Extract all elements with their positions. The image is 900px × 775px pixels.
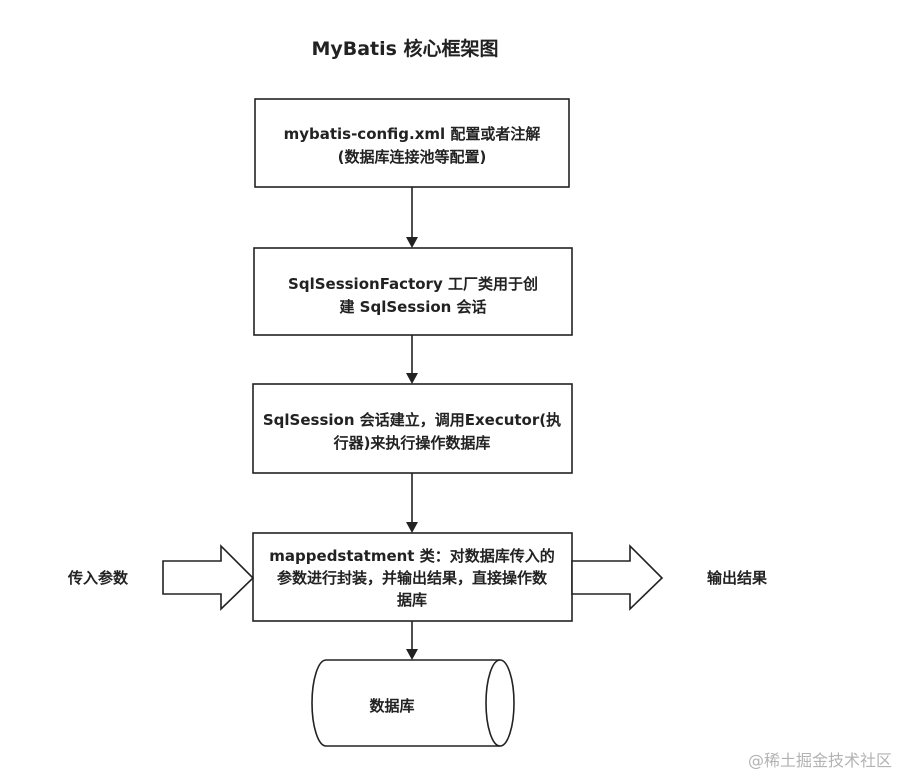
- session-factory-box-line-2: 建 SqlSession 会话: [339, 298, 486, 316]
- watermark: @稀土掘金技术社区: [748, 751, 892, 770]
- arrow-config-to-factory: [406, 187, 418, 248]
- mapped-statement-box-line-1: mappedstatment 类：对数据库传入的: [269, 547, 554, 565]
- input-label: 传入参数: [67, 569, 129, 587]
- mapped-statement-box-line-2: 参数进行封装，并输出结果，直接操作数: [277, 569, 548, 587]
- sql-session-box-line-2: 行器)来执行操作数据库: [333, 434, 491, 452]
- mapped-statement-box-line-3: 据库: [397, 591, 427, 609]
- arrow-mapped-to-database: [406, 621, 418, 660]
- config-box-line-2: (数据库连接池等配置): [338, 148, 487, 166]
- session-factory-box: SqlSessionFactory 工厂类用于创 建 SqlSession 会话: [253, 247, 573, 336]
- output-label: 输出结果: [707, 569, 768, 587]
- input-block-arrow: [162, 544, 255, 611]
- diagram-title: MyBatis 核心框架图: [311, 37, 498, 60]
- sql-session-box-line-1: SqlSession 会话建立，调用Executor(执: [263, 411, 561, 429]
- config-box-line-1: mybatis-config.xml 配置或者注解: [284, 125, 541, 143]
- database-label: 数据库: [369, 697, 414, 715]
- arrow-session-to-mapped: [406, 473, 418, 533]
- mapped-statement-box: mappedstatment 类：对数据库传入的 参数进行封装，并输出结果，直接…: [252, 532, 573, 622]
- arrow-factory-to-session: [406, 335, 418, 384]
- output-block-arrow: [571, 544, 664, 611]
- session-factory-box-line-1: SqlSessionFactory 工厂类用于创: [288, 275, 538, 293]
- sql-session-box: SqlSession 会话建立，调用Executor(执 行器)来执行操作数据库: [252, 383, 573, 474]
- database-cylinder: [311, 659, 515, 747]
- config-box: mybatis-config.xml 配置或者注解 (数据库连接池等配置): [254, 98, 570, 188]
